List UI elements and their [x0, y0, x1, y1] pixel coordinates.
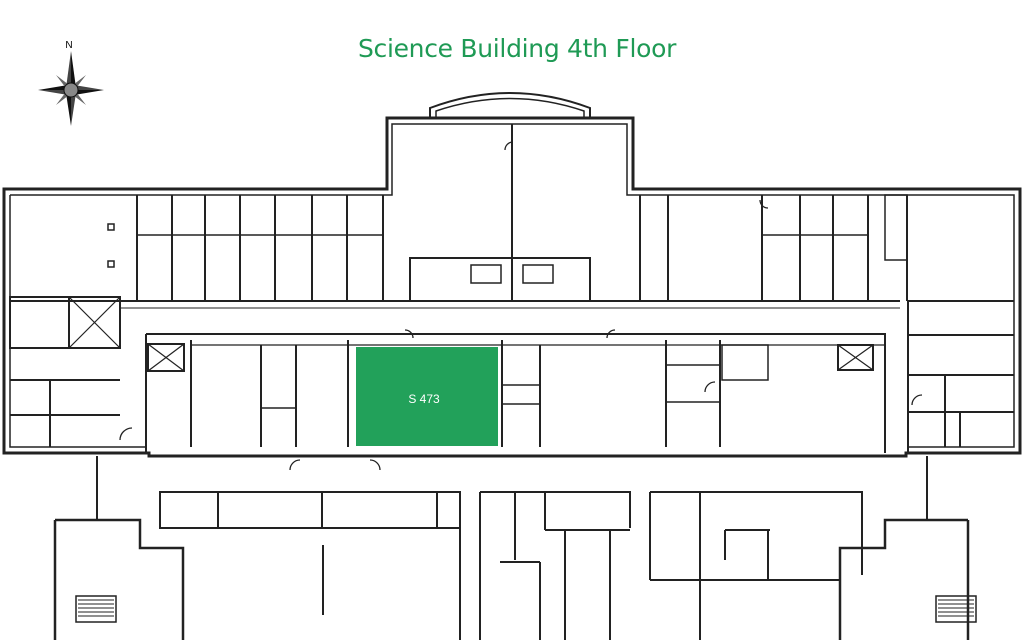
room-s473[interactable] — [356, 347, 498, 446]
compass-rose-icon: N — [38, 40, 104, 126]
room-s473-label: S 473 — [408, 392, 440, 406]
north-label: N — [65, 40, 72, 51]
map-title: Science Building 4th Floor — [357, 34, 677, 63]
